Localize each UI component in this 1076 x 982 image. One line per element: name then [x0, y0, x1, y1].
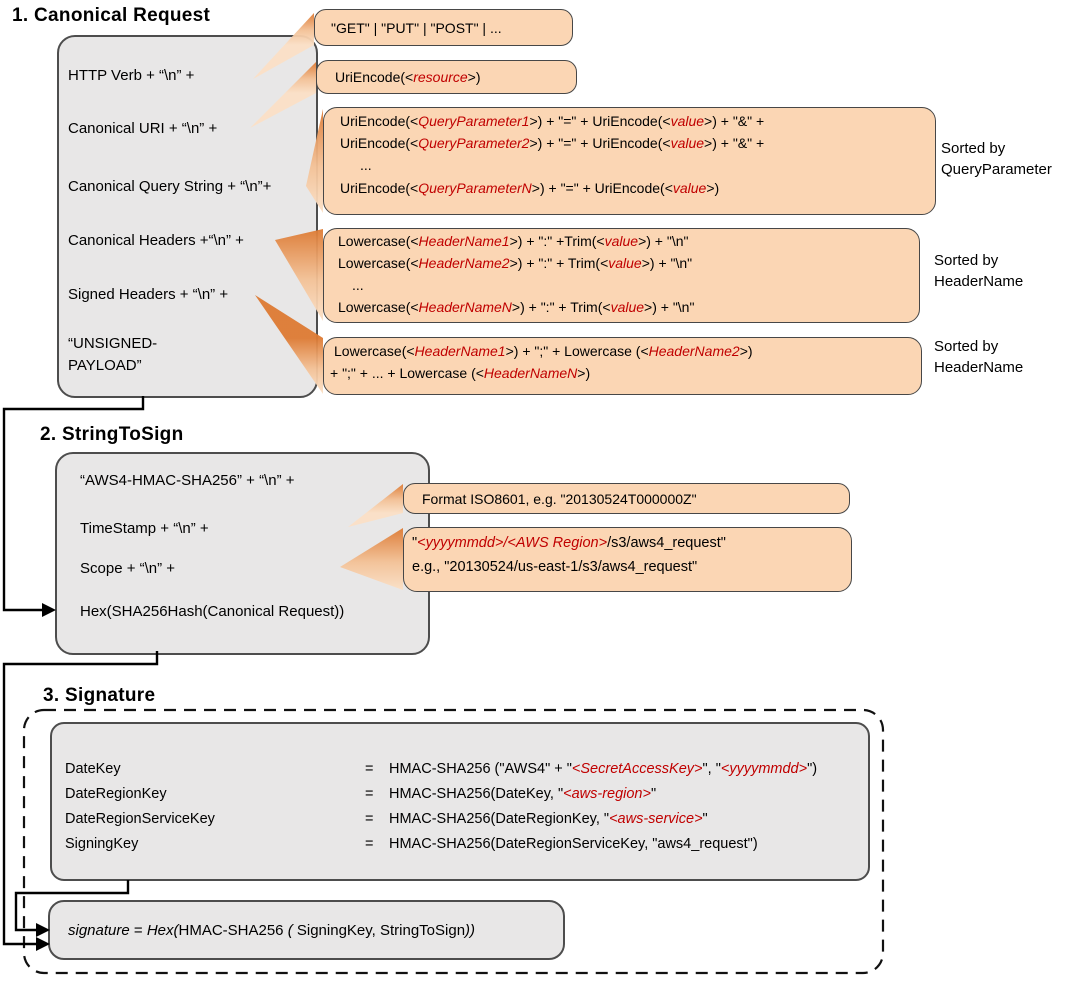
sorted-by-headername-label: Sorted by HeaderName [934, 252, 1024, 290]
string-to-sign-line-algorithm: “AWS4-HMAC-SHA256” + “\n” + [80, 472, 295, 489]
key-formula: HMAC-SHA256 ("AWS4" + "<SecretAccessKey>… [389, 761, 818, 777]
key-derivation-row: DateRegionServiceKey = HMAC-SHA256(DateR… [65, 810, 708, 829]
query-callout-line: UriEncode(<QueryParameter1>) + "=" + Uri… [340, 113, 765, 129]
canonical-request-line-uri: Canonical URI + “\n” + [68, 120, 218, 137]
string-to-sign-line-hash: Hex(SHA256Hash(Canonical Request)) [80, 603, 345, 620]
http-verb-callout-text: "GET" | "PUT" | "POST" | ... [331, 19, 502, 36]
section-2-title: 2. StringToSign [40, 424, 184, 445]
canonical-uri-callout: UriEncode(<resource>) [316, 60, 577, 94]
key-derivation-row: SigningKey = HMAC-SHA256(DateRegionServi… [65, 835, 758, 854]
timestamp-format-callout: Format ISO8601, e.g. "20130524T000000Z" [403, 483, 850, 514]
signature-formula-text: signature = Hex(HMAC-SHA256 ( SigningKey… [68, 922, 476, 939]
signed-headers-callout [323, 337, 922, 395]
string-to-sign-line-timestamp: TimeStamp + “\n” + [80, 520, 209, 537]
query-callout-line: UriEncode(<QueryParameter2>) + "=" + Uri… [340, 135, 765, 151]
query-callout-line: UriEncode(<QueryParameterN>) + "=" + Uri… [340, 180, 720, 196]
scope-example-line: e.g., "20130524/us-east-1/s3/aws4_reques… [412, 559, 698, 575]
canonical-request-line-headers: Canonical Headers +“\n” + [68, 232, 244, 249]
section-3-title: 3. Signature [43, 685, 156, 706]
canonical-request-line-payload: “UNSIGNED- PAYLOAD” [68, 335, 158, 374]
headers-callout-line: Lowercase(<HeaderNameN>) + ":" + Trim(<v… [338, 299, 695, 315]
canonical-headers-callout [323, 228, 920, 323]
section-1-title: 1. Canonical Request [12, 5, 211, 26]
key-formula: HMAC-SHA256(DateRegionKey, "<aws-service… [389, 811, 708, 827]
key-derivation-row: DateKey = HMAC-SHA256 ("AWS4" + "<Secret… [65, 760, 817, 779]
sorted-by-headername-label: Sorted by HeaderName [934, 338, 1024, 376]
query-callout-ellipsis: ... [360, 157, 372, 173]
sorted-by-queryparameter-label: Sorted by QueryParameter [941, 140, 1052, 178]
timestamp-format-text: Format ISO8601, e.g. "20130524T000000Z" [422, 490, 697, 507]
canonical-uri-callout-text: UriEncode(<resource>) [335, 69, 481, 85]
signed-callout-line: + ";" + ... + Lowercase (<HeaderNameN>) [330, 365, 591, 381]
canonical-request-line-query: Canonical Query String + “\n”+ [68, 178, 272, 195]
query-string-callout [323, 107, 936, 215]
http-verb-callout: "GET" | "PUT" | "POST" | ... [314, 9, 573, 46]
key-name: SigningKey [65, 836, 139, 852]
equals-sign: = [365, 811, 374, 827]
equals-sign: = [365, 761, 374, 777]
headers-callout-line: Lowercase(<HeaderName1>) + ":" +Trim(<va… [338, 233, 689, 249]
key-derivation-row: DateRegionKey = HMAC-SHA256(DateKey, "<a… [65, 785, 656, 804]
headers-callout-ellipsis: ... [352, 277, 364, 293]
key-name: DateRegionKey [65, 786, 167, 802]
string-to-sign-line-scope: Scope + “\n” + [80, 560, 176, 577]
key-formula: HMAC-SHA256(DateRegionServiceKey, "aws4_… [389, 836, 758, 852]
headers-callout-line: Lowercase(<HeaderName2>) + ":" + Trim(<v… [338, 255, 693, 271]
flow-arrow-into-sts [42, 603, 56, 617]
equals-sign: = [365, 786, 374, 802]
signed-callout-line: Lowercase(<HeaderName1>) + ";" + Lowerca… [334, 343, 753, 359]
scope-format-callout [403, 527, 852, 592]
scope-format-line: "<yyyymmdd>/<AWS Region>/s3/aws4_request… [412, 535, 726, 551]
equals-sign: = [365, 836, 374, 852]
key-name: DateKey [65, 761, 121, 777]
canonical-request-line-signed: Signed Headers + “\n” + [68, 286, 229, 303]
canonical-request-line-verb: HTTP Verb + “\n” + [68, 67, 195, 84]
key-name: DateRegionServiceKey [65, 811, 215, 827]
key-formula: HMAC-SHA256(DateKey, "<aws-region>" [389, 786, 657, 802]
